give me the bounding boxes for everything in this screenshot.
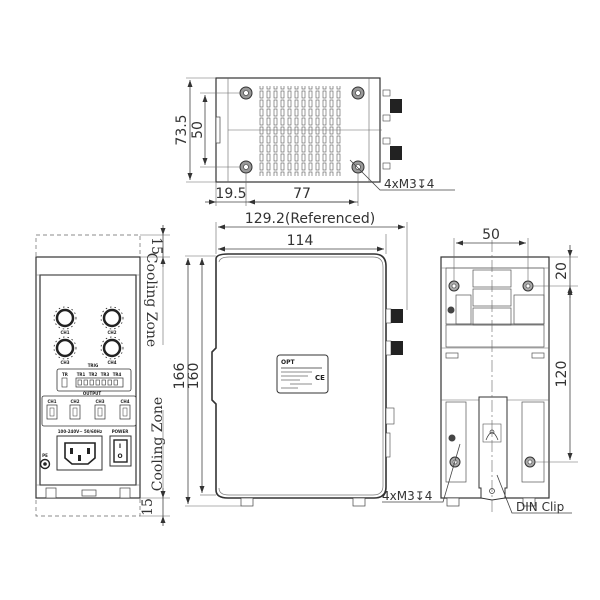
output-block <box>41 395 137 427</box>
screw-callout-back: 4xM3↧4 <box>382 489 432 503</box>
mount-hole-icon <box>448 280 460 292</box>
front-view: CH1 CH2 CH3 CH4 TRIG TR TR1 TR2 TR3 TR4 <box>35 225 170 526</box>
mount-hole-icon <box>522 280 534 292</box>
connector-icon <box>385 308 403 324</box>
dim-bottom-clearance: 15 <box>140 498 156 516</box>
svg-text:CH1: CH1 <box>60 330 69 335</box>
top-view: 73.5 50 19.5 77 4xM3↧4 <box>174 77 455 206</box>
connector-icon <box>385 340 403 356</box>
din-clip-icon <box>215 116 221 144</box>
tr-switch[interactable] <box>61 377 68 388</box>
dim-top-clearance: 15 <box>148 237 164 255</box>
dim-overall-height: 166 <box>172 363 188 390</box>
tr1-label: TR1 <box>77 372 86 377</box>
power-input-label: 100-240V~ 50/60Hz <box>58 429 103 434</box>
dim-vertical-spacing: 120 <box>554 361 570 388</box>
connector-icon <box>382 137 402 170</box>
dim-top-offset: 20 <box>554 262 570 280</box>
output-port-ch2[interactable]: CH2 <box>69 399 81 420</box>
ground-terminal-icon: PE <box>39 453 51 470</box>
output-port-ch3[interactable]: CH3 <box>94 399 106 420</box>
svg-text:CH3: CH3 <box>60 360 69 365</box>
dim-height-outer: 73.5 <box>174 114 190 145</box>
screw-icon <box>447 306 455 314</box>
output-label: OUTPUT <box>83 391 102 396</box>
mount-hole-icon <box>351 160 365 174</box>
cooling-zone-top <box>35 234 141 258</box>
dim-body-height: 160 <box>186 363 202 390</box>
svg-text:I: I <box>119 443 121 450</box>
output-port-ch1[interactable]: CH1 <box>46 399 58 420</box>
tr4-label: TR4 <box>113 372 122 377</box>
dim-overall-length: 129.2(Referenced) <box>245 211 375 227</box>
knob-ch1[interactable]: CH1 <box>53 306 77 335</box>
screw-icon <box>448 434 456 442</box>
din-clip-callout: DIN Clip <box>516 500 564 514</box>
mount-hole-icon <box>239 86 253 100</box>
dim-hole-spacing: 77 <box>293 186 311 202</box>
svg-text:PE: PE <box>42 453 48 458</box>
screw-callout-top: 4xM3↧4 <box>384 177 434 191</box>
svg-text:OPT: OPT <box>281 359 295 366</box>
svg-text:CH1: CH1 <box>47 399 56 404</box>
cooling-zone-bottom <box>35 497 141 517</box>
tr-switch-label: TR <box>62 372 68 377</box>
svg-text:CH3: CH3 <box>95 399 104 404</box>
trig-label: TRIG <box>88 363 99 368</box>
vent-grille <box>259 86 341 176</box>
mount-hole-icon <box>351 86 365 100</box>
svg-text:O: O <box>117 453 122 460</box>
dim-back-hole-spacing: 50 <box>482 227 500 243</box>
mount-hole-icon <box>239 160 253 174</box>
nameplate: OPT CE <box>276 354 329 394</box>
svg-text:CE: CE <box>315 374 325 382</box>
svg-text:CH4: CH4 <box>120 399 129 404</box>
power-inlet[interactable] <box>56 435 103 471</box>
back-view: 50 20 120 4xM3↧4 DIN Clip <box>382 227 578 515</box>
svg-text:CH4: CH4 <box>107 360 116 365</box>
power-switch[interactable]: I O <box>109 435 132 467</box>
cooling-zone-top-label: Cooling Zone <box>143 253 159 347</box>
connector-icon <box>382 89 402 122</box>
tr2-label: TR2 <box>89 372 98 377</box>
din-clip[interactable] <box>478 396 508 501</box>
dim-left-offset: 19.5 <box>215 186 246 202</box>
power-switch-label: POWER <box>112 429 129 434</box>
mount-hole-icon <box>524 456 536 468</box>
side-view: OPT CE 129.2(Referenced) 114 <box>172 211 408 507</box>
dim-body-length: 114 <box>287 233 314 249</box>
svg-text:CH2: CH2 <box>107 330 116 335</box>
tr3-label: TR3 <box>101 372 110 377</box>
knob-ch2[interactable]: CH2 <box>100 306 124 335</box>
knob-ch3[interactable]: CH3 <box>53 336 77 365</box>
knob-ch4[interactable]: CH4 <box>100 336 124 365</box>
svg-text:CH2: CH2 <box>70 399 79 404</box>
output-port-ch4[interactable]: CH4 <box>119 399 131 420</box>
cooling-zone-bottom-label: Cooling Zone <box>150 397 166 491</box>
dim-height-inner: 50 <box>190 121 206 139</box>
